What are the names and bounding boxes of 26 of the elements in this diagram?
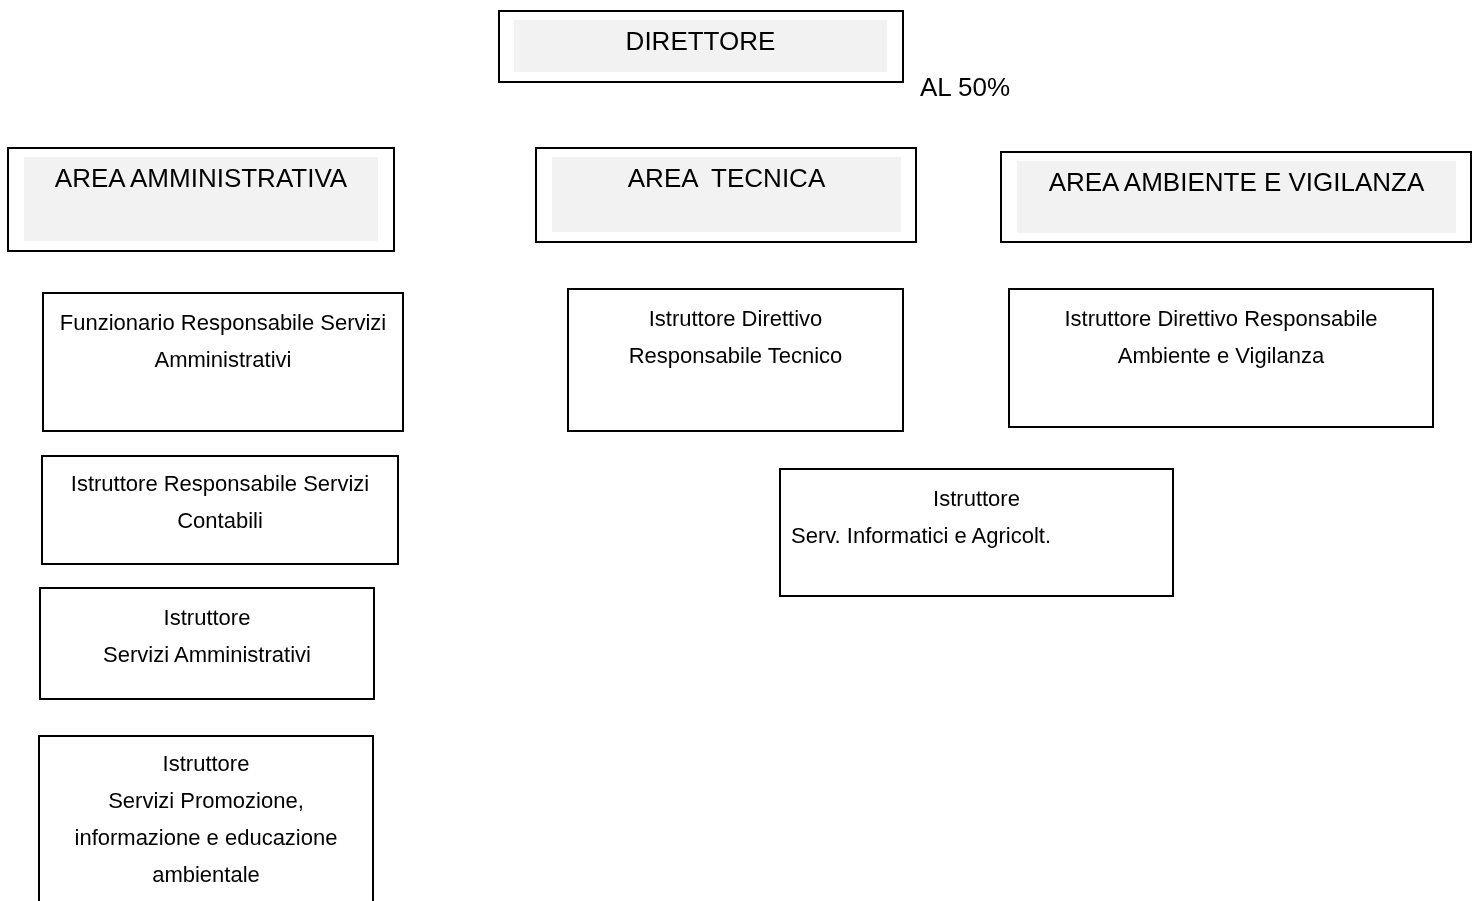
- role-box: [779, 468, 1174, 597]
- director-box: [498, 10, 904, 83]
- director-title: DIRETTORE: [514, 20, 887, 72]
- area-title: AREA AMMINISTRATIVA: [24, 157, 378, 241]
- role-text: Istruttore Direttivo Responsabile Tecnico: [627, 305, 844, 370]
- role-box: [42, 292, 404, 432]
- role-text: Istruttore: [932, 485, 1021, 513]
- role-box: [39, 587, 375, 700]
- area-title: AREA TECNICA: [552, 157, 901, 232]
- role-box: [1008, 288, 1434, 428]
- role-text: Servizi Amministrativi: [102, 641, 312, 669]
- role-text: Istruttore: [161, 750, 251, 778]
- percentage-note: AL 50%: [920, 72, 1011, 103]
- area-box: [1000, 151, 1472, 243]
- area-box: [535, 147, 917, 243]
- role-box: [38, 735, 374, 901]
- area-box: [7, 147, 395, 252]
- role-text: Servizi Promozione, informazione e educazione ambientale: [73, 787, 339, 889]
- role-text: Serv. Informatici e Agricolt.: [790, 522, 1052, 550]
- role-text: Istruttore: [162, 604, 252, 632]
- role-text: Funzionario Responsabile Servizi Amministrativi: [58, 309, 388, 374]
- role-box: [567, 288, 904, 432]
- role-text: Istruttore Direttivo Responsabile Ambiente e Vigilanza: [1063, 305, 1379, 370]
- area-title: AREA AMBIENTE E VIGILANZA: [1017, 161, 1456, 233]
- role-text: Istruttore Responsabile Servizi Contabili: [69, 470, 371, 535]
- role-box: [41, 455, 399, 565]
